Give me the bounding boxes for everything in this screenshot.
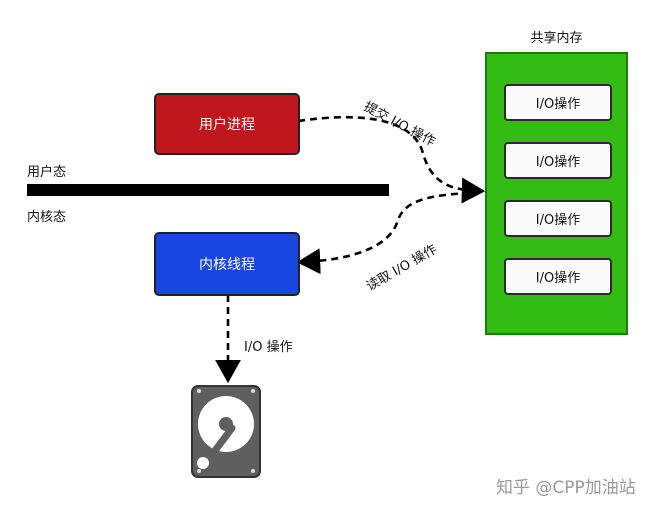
io-operation-item: I/O操作 (504, 200, 612, 237)
kernel-thread-label: 内核线程 (199, 257, 255, 273)
io-operation-item: I/O操作 (504, 84, 612, 121)
watermark: 知乎 @CPP加油站 (496, 478, 636, 498)
hard-disk-icon (191, 385, 261, 478)
user-process-label: 用户进程 (199, 117, 255, 133)
read-io-arrow (296, 191, 471, 275)
kernel-space-label: 内核态 (27, 210, 67, 225)
shared-memory-box: I/O操作 I/O操作 I/O操作 I/O操作 (485, 52, 628, 335)
shared-memory-title: 共享内存 (530, 31, 583, 46)
user-space-label: 用户态 (27, 165, 67, 180)
user-process-box: 用户进程 (154, 93, 300, 155)
io-operation-item: I/O操作 (504, 142, 612, 179)
space-divider (27, 184, 389, 196)
submit-io-arrow (297, 115, 486, 204)
io-operation-item: I/O操作 (504, 258, 612, 295)
kernel-thread-box: 内核线程 (154, 232, 300, 296)
disk-io-label: I/O 操作 (244, 340, 293, 355)
